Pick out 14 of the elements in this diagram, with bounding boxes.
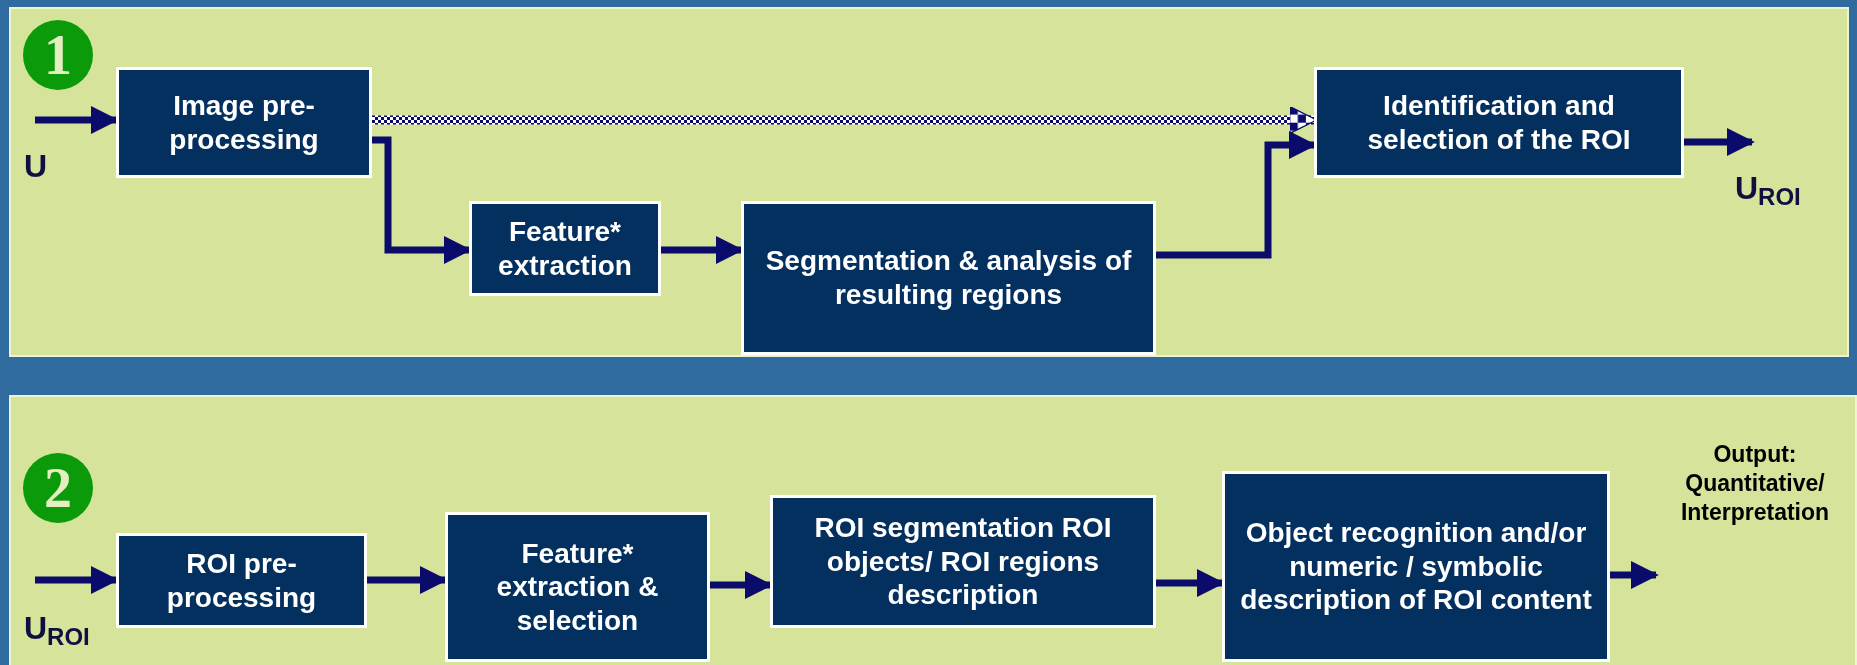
- process-box: ROI segmentation ROI objects/ ROI regions description: [770, 495, 1156, 628]
- process-box: Object recognition and/or numeric / symbolic description of ROI content: [1222, 471, 1610, 662]
- signal-label: U$_{ROI}$: [1735, 172, 1801, 204]
- signal-label: U: [24, 150, 48, 182]
- signal-label: U$_{ROI}$: [24, 612, 90, 644]
- process-box: Feature* extraction & selection: [445, 512, 710, 662]
- arrow: [1610, 561, 1659, 589]
- process-box: ROI pre- processing: [116, 533, 367, 628]
- output-text: Output: Quantitative/ Interpretation: [1656, 440, 1854, 590]
- process-box: Feature* extraction: [469, 201, 661, 296]
- arrow: [1684, 128, 1755, 156]
- process-box: Image pre- processing: [116, 67, 372, 178]
- process-box: Identification and selection of the ROI: [1314, 67, 1684, 178]
- process-box: Segmentation & analysis of resulting regions: [741, 201, 1156, 355]
